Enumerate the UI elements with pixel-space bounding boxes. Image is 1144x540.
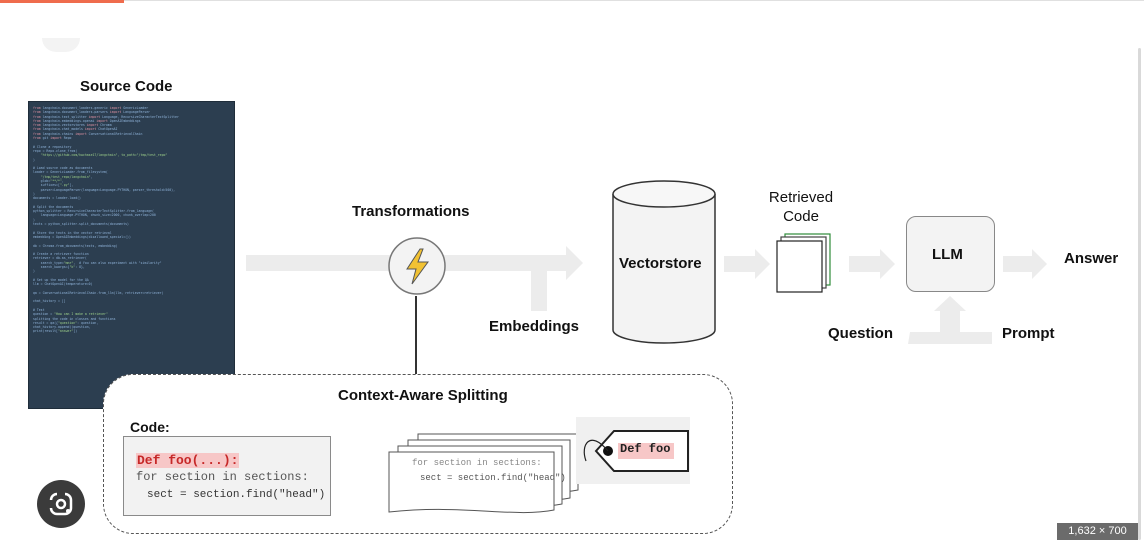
tag-label-icon (576, 417, 690, 484)
context-title: Context-Aware Splitting (338, 387, 508, 404)
llm-box (906, 216, 995, 292)
vector-to-retrieved-arrow (724, 249, 770, 279)
code-example-card (123, 436, 331, 516)
question-label: Question (828, 325, 894, 342)
partial-avatar (42, 38, 80, 52)
google-lens-button[interactable] (37, 480, 85, 528)
code-line-def: Def foo(...): (136, 453, 240, 468)
top-border (0, 0, 1144, 1)
embeddings-label: Embeddings (489, 318, 580, 335)
code-line-sect: sect = section.find("head") (147, 489, 326, 501)
split-chunks-icon (388, 433, 579, 514)
code-line-for: for section in sections: (136, 470, 309, 484)
lens-icon (48, 491, 73, 516)
retrieved-docs-icon (776, 233, 831, 293)
lightning-icon (388, 237, 446, 295)
scrollbar[interactable] (1138, 48, 1141, 540)
split-line-sect: sect = section.find("head") (420, 473, 566, 483)
vectorstore-cylinder (612, 180, 716, 344)
source-code-image: from langchain.document_loaders.generic … (28, 101, 235, 409)
prompt-merge-arrow (908, 296, 992, 344)
transformations-label: Transformations (352, 203, 470, 220)
llm-to-answer-arrow (1003, 249, 1047, 279)
llm-label: LLM (932, 246, 963, 263)
retrieved-code-label: Retrieved Code (766, 189, 836, 225)
tag-text: Def foo (620, 442, 671, 456)
prompt-label: Prompt (1002, 325, 1055, 342)
retrieved-label-line1: Retrieved (768, 189, 834, 206)
answer-label: Answer (1064, 250, 1119, 267)
retrieved-to-llm-arrow (849, 249, 895, 279)
split-line-for: for section in sections: (412, 458, 542, 468)
source-code-label: Source Code (80, 78, 173, 95)
code-label: Code: (130, 419, 170, 435)
vectorstore-label: Vectorstore (619, 255, 702, 272)
image-size-badge: 1,632 × 700 (1057, 523, 1138, 540)
embeddings-branch (531, 271, 547, 311)
top-accent-bar (0, 0, 124, 3)
retrieved-label-line2: Code (783, 208, 819, 225)
